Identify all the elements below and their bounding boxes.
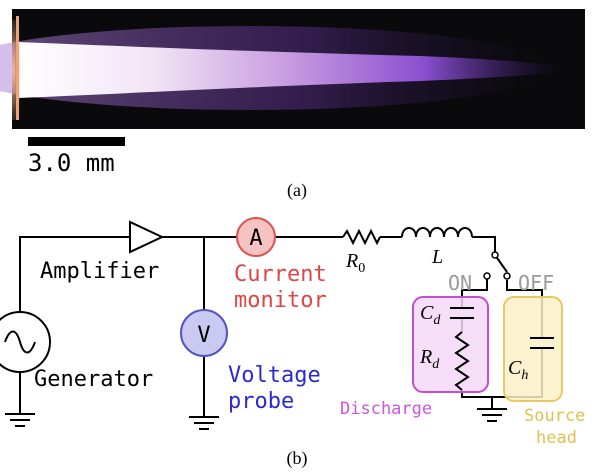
current-monitor-label-line2: monitor	[234, 288, 327, 313]
generator-symbol	[0, 311, 51, 373]
voltage-probe-label-line1: Voltage	[228, 363, 321, 388]
switch-on-label: ON	[448, 271, 472, 295]
caption-b: (b)	[287, 448, 308, 469]
discharge-box	[412, 296, 489, 393]
resistor-rd-label: Rd	[419, 346, 440, 372]
inductor-label: L	[431, 246, 443, 268]
capacitor-cd	[450, 307, 474, 319]
resistor-r0	[342, 228, 381, 246]
voltage-probe-label-line2: probe	[228, 389, 294, 414]
scale-bar	[28, 137, 125, 146]
current-monitor-label-line1: Current	[234, 262, 327, 287]
capacitor-ch-label: Ch	[508, 357, 528, 383]
voltmeter-symbol	[180, 309, 228, 357]
ammeter-letter: A	[249, 226, 262, 251]
source-head-label-line2: head	[536, 428, 577, 448]
scale-bar-label: 3.0 mm	[28, 149, 115, 177]
generator-label: Generator	[34, 367, 153, 392]
capacitor-cd-label: Cd	[420, 302, 441, 328]
ammeter-symbol	[236, 217, 276, 257]
discharge-label: Discharge	[340, 399, 432, 419]
source-head-label-line1: Source	[524, 406, 585, 426]
sine-wave-icon	[4, 330, 36, 354]
ground-symbol-voltmeter	[189, 416, 219, 430]
voltmeter-letter: V	[197, 323, 210, 348]
ground-symbol-generator	[5, 413, 35, 427]
amplifier-label: Amplifier	[40, 259, 159, 284]
switch-contact-on	[483, 272, 491, 280]
ground-symbol-load	[477, 408, 507, 422]
inductor-l	[401, 227, 473, 238]
switch-pivot	[491, 251, 499, 259]
amplifier-symbol	[129, 220, 165, 254]
resistor-rd	[454, 331, 470, 391]
switch-contact-off	[503, 272, 511, 280]
switch-off-label: OFF	[518, 271, 554, 295]
plasma-photo	[0, 9, 585, 129]
caption-a: (a)	[287, 180, 307, 201]
capacitor-ch	[530, 337, 554, 349]
nozzle-rim	[16, 16, 19, 120]
plasma-jet	[18, 42, 560, 98]
resistor-r0-label: R0	[345, 250, 365, 276]
